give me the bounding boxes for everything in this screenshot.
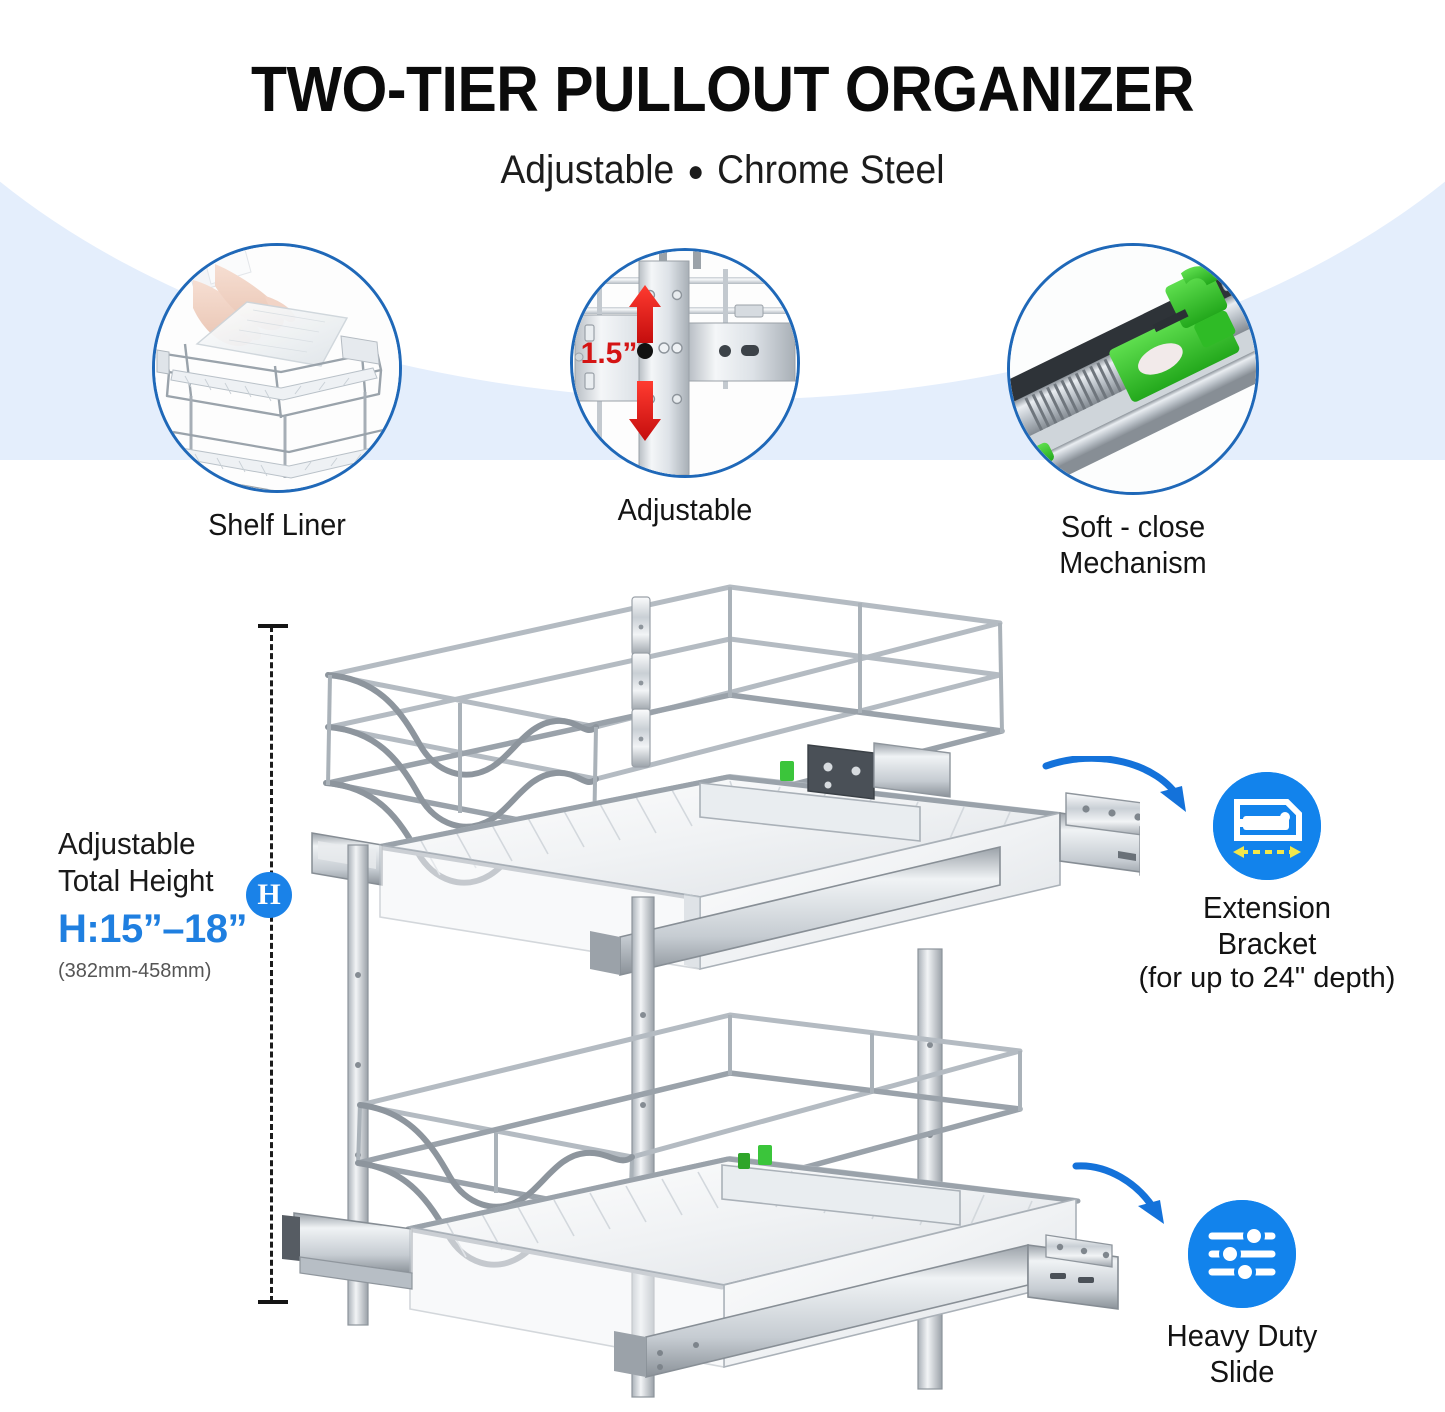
dimension-cap-bottom [258, 1300, 288, 1304]
callout-label: Extension Bracket [1203, 890, 1331, 961]
callout-heavy-duty-slide: Heavy Duty Slide [1092, 1200, 1392, 1390]
dimension-metric: (382mm-458mm) [58, 960, 212, 983]
height-badge: H [246, 872, 292, 918]
bullet-separator-icon: ● [687, 155, 705, 189]
feature-label: Soft - close Mechanism [1059, 509, 1207, 580]
svg-text:1.5”: 1.5” [581, 337, 638, 370]
dimension-cap-top [258, 624, 288, 628]
subtitle-left: Adjustable [500, 148, 675, 192]
adjustable-photo: 1.5” [570, 248, 800, 478]
sliders-icon [1188, 1200, 1296, 1308]
red-up-arrow [629, 285, 661, 343]
red-down-arrow [629, 381, 661, 441]
callout-label: Heavy Duty Slide [1166, 1318, 1318, 1389]
feature-label: Adjustable [617, 492, 753, 527]
feature-shelf-liner: Shelf Liner [152, 243, 402, 543]
page-subtitle: Adjustable ● Chrome Steel [51, 148, 1395, 193]
callout-extension-bracket: Extension Bracket (for up to 24" depth) [1102, 772, 1432, 996]
feature-soft-close: Soft - close Mechanism [1007, 243, 1259, 581]
arrow-to-extension-bracket-icon [1042, 756, 1186, 812]
dimension-annotation: Adjustable Total Height H:15”–18” (382mm… [58, 826, 258, 983]
shelf-liner-photo [152, 243, 402, 493]
dimension-label: Adjustable Total Height [58, 826, 214, 898]
dimension-line [258, 624, 288, 1304]
arrow-to-heavy-duty-slide-icon [1072, 1162, 1164, 1224]
soft-close-photo [1007, 243, 1259, 495]
subtitle-right: Chrome Steel [717, 148, 945, 192]
page-title: TWO-TIER PULLOUT ORGANIZER [250, 53, 1195, 125]
feature-label: Shelf Liner [208, 507, 346, 542]
dimension-value: H:15”–18” [58, 907, 247, 952]
extension-bracket-icon [1213, 772, 1321, 880]
callout-sublabel: (for up to 24" depth) [1138, 961, 1396, 994]
feature-adjustable: 1.5” Adjustable [570, 248, 800, 528]
product-illustration [260, 545, 1140, 1405]
